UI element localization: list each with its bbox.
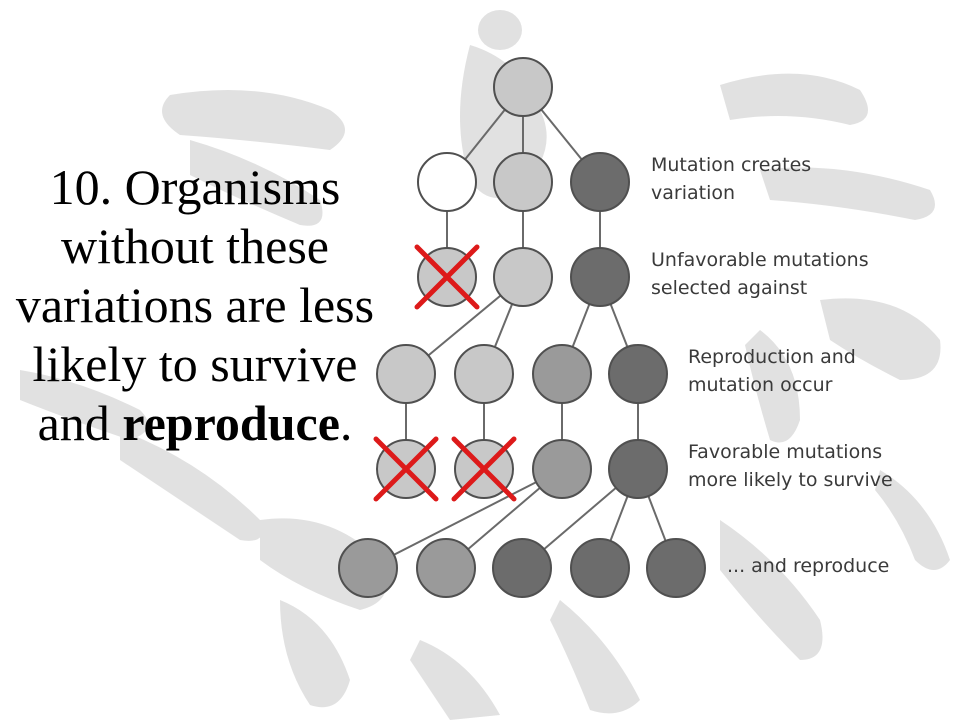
label-unfavorable-line1: Unfavorable mutations — [651, 249, 869, 271]
organism-node-light — [454, 344, 514, 404]
selected-against-cross-icon — [451, 436, 517, 502]
label-reproduction-line1: Reproduction and — [688, 346, 856, 368]
organism-node-white — [417, 152, 477, 212]
organism-node-medium — [416, 538, 476, 598]
label-mutation-line1: Mutation creates — [651, 154, 811, 176]
bg-figure-body — [720, 520, 823, 660]
tree-edge — [367, 468, 563, 569]
label-reproduce: ... and reproduce — [727, 555, 889, 577]
stage-labels: Mutation creates variation Unfavorable m… — [651, 154, 893, 577]
bg-figure-arm — [720, 73, 868, 125]
bg-figure-leg — [745, 330, 800, 443]
label-reproduction-line2: mutation occur — [688, 374, 833, 396]
bg-figure-leg — [550, 600, 640, 714]
label-favorable-line1: Favorable mutations — [688, 441, 882, 463]
organism-node-dark — [492, 538, 552, 598]
selected-against-cross-icon — [373, 436, 439, 502]
organism-node-dark — [646, 538, 706, 598]
body-text-end: . — [339, 395, 353, 451]
organism-node-light — [493, 57, 553, 117]
organism-node-dark — [608, 439, 668, 499]
body-text-main: 10. Organisms without these variations a… — [15, 159, 375, 451]
label-favorable-line2: more likely to survive — [688, 469, 893, 491]
bg-figure-arm — [190, 140, 323, 226]
slide-body-text: 10. Organisms without these variations a… — [14, 158, 376, 453]
bg-figure-arm — [760, 167, 935, 220]
label-unfavorable-line2: selected against — [651, 277, 807, 299]
organism-node-light — [493, 247, 553, 307]
organism-node-medium — [532, 344, 592, 404]
selected-against-cross-icon — [414, 244, 480, 310]
bg-figure-leg — [20, 370, 148, 440]
bg-figure-leg — [120, 430, 263, 541]
bg-figure-head — [478, 10, 522, 50]
bg-figure-body — [820, 298, 941, 380]
organism-node-medium — [338, 538, 398, 598]
bg-figure-torso — [280, 600, 350, 708]
bg-figure-arm — [875, 470, 950, 570]
bg-figure-arm — [162, 90, 345, 150]
organism-node-dark — [570, 538, 630, 598]
selection-crosses — [373, 244, 517, 502]
organism-node-dark — [608, 344, 668, 404]
organism-node-dark — [570, 247, 630, 307]
body-text-emphasis: reproduce — [122, 395, 340, 451]
label-mutation-line2: variation — [651, 182, 735, 204]
organism-node-light — [493, 152, 553, 212]
organism-node-light — [376, 344, 436, 404]
organism-node-medium — [532, 439, 592, 499]
bg-figure-leg — [410, 640, 500, 720]
organism-node-dark — [570, 152, 630, 212]
